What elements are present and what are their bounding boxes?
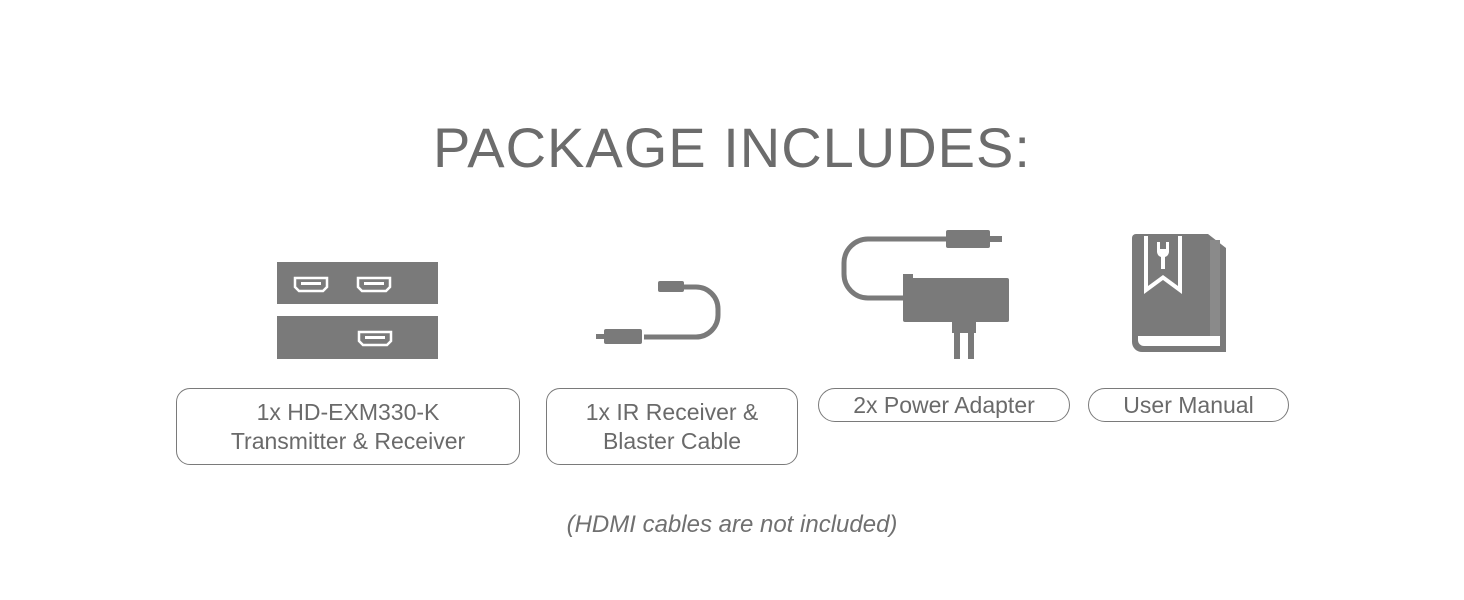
ir-cable-label-line1: 1x IR Receiver & [585, 398, 759, 425]
transmitter-receiver-label-line1: 1x HD-EXM330-K [256, 398, 440, 425]
transmitter-receiver-label-line2: Transmitter & Receiver [230, 427, 466, 454]
power-adapter-label: 2x Power Adapter [818, 388, 1070, 422]
power-adapter-icon [841, 230, 1009, 359]
ir-cable-label-line2: Blaster Cable [602, 427, 742, 454]
power-adapter-label-text: 2x Power Adapter [853, 391, 1035, 418]
ir-cable-icon [596, 281, 721, 344]
user-manual-icon [1132, 234, 1226, 352]
page-title: PACKAGE INCLUDES: [433, 116, 1031, 179]
extender-units-icon [277, 262, 438, 359]
transmitter-receiver-label: 1x HD-EXM330-K Transmitter & Receiver [176, 388, 520, 465]
hdmi-not-included-note: (HDMI cables are not included) [566, 511, 898, 538]
user-manual-label: User Manual [1088, 388, 1289, 422]
ir-cable-label: 1x IR Receiver & Blaster Cable [546, 388, 798, 465]
user-manual-label-text: User Manual [1123, 391, 1254, 418]
